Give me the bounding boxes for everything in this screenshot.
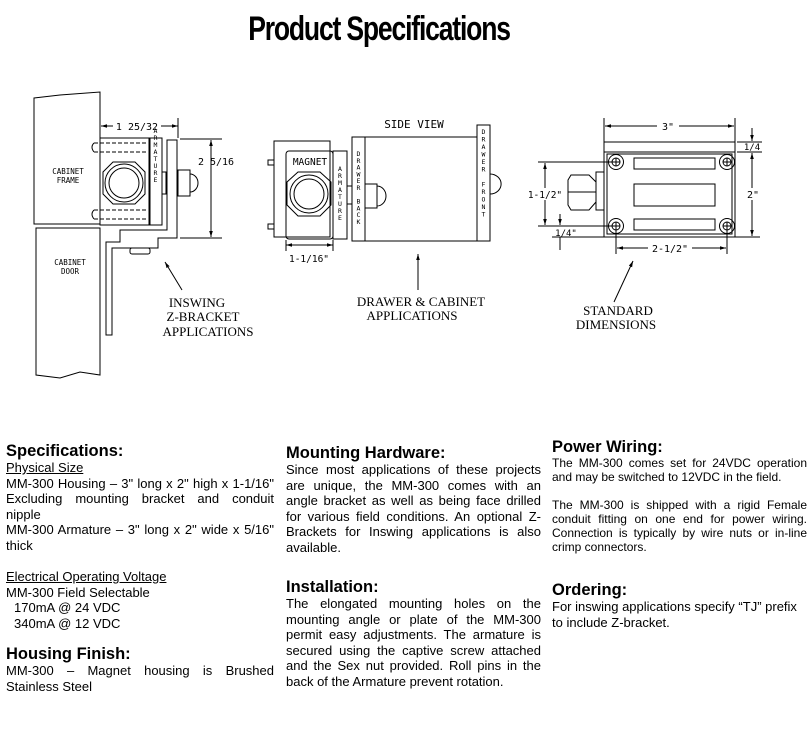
inswing-caption-1: INSWING bbox=[169, 295, 225, 310]
standard-dimensions-diagram bbox=[538, 118, 762, 303]
side-view-caption-2: APPLICATIONS bbox=[366, 308, 457, 323]
specifications-section: Specifications: Physical Size MM-300 Hou… bbox=[6, 442, 274, 694]
magnet-label: MAGNET bbox=[293, 157, 328, 168]
side-view-diagram bbox=[267, 124, 502, 290]
physical-size-housing: MM-300 Housing – 3" long x 2" high x 1-1… bbox=[6, 475, 274, 522]
standard-caption-2: DIMENSIONS bbox=[576, 317, 656, 332]
power-wiring-section: Power Wiring: The MM-300 comes set for 2… bbox=[552, 438, 807, 554]
mounting-holes bbox=[608, 154, 735, 234]
dim-height-standard-label: 2" bbox=[747, 190, 759, 201]
ordering-section: Ordering: For inswing applications speci… bbox=[552, 581, 807, 630]
dim-depth-label: 1-1/16" bbox=[289, 254, 329, 265]
dim-offset-label: 1/4" bbox=[555, 229, 577, 239]
electrical-heading: Electrical Operating Voltage bbox=[6, 569, 167, 584]
cabinet-frame-label-2: FRAME bbox=[57, 176, 80, 185]
electrical-line: MM-300 Field Selectable bbox=[6, 584, 150, 600]
side-view-caption-1: DRAWER & CABINET bbox=[357, 294, 485, 309]
physical-size-heading: Physical Size bbox=[6, 460, 84, 475]
z-bracket bbox=[105, 139, 178, 336]
cabinet-frame-shape bbox=[33, 91, 101, 225]
drawer-box bbox=[364, 136, 478, 242]
power-wiring-paragraph: The MM-300 comes set for 24VDC operation… bbox=[552, 456, 807, 484]
specifications-heading: Specifications: bbox=[6, 442, 124, 460]
cabinet-frame-label-1: CABINET bbox=[52, 167, 84, 176]
electrical-line: 340mA @ 12 VDC bbox=[14, 615, 121, 631]
ordering-heading: Ordering: bbox=[552, 581, 628, 599]
dim-width-label: 1 25/32 bbox=[116, 122, 158, 133]
dim-length-label: 3" bbox=[662, 122, 674, 133]
physical-size-armature: MM-300 Armature – 3" long x 2" wide x 5/… bbox=[6, 522, 274, 553]
inswing-caption-2: Z-BRACKET bbox=[167, 309, 240, 324]
conduit-fitting bbox=[102, 161, 146, 205]
power-wiring-paragraph: The MM-300 is shipped with a rigid Femal… bbox=[552, 498, 807, 554]
housing-finish-text: MM-300 – Magnet housing is Brushed Stain… bbox=[6, 663, 274, 694]
mounting-hardware-text: Since most applications of these project… bbox=[286, 462, 541, 555]
product-drawings: CABINET FRAME CABINET DOOR ARMATURE 1 25… bbox=[33, 91, 762, 379]
electrical-line: 170mA @ 24 VDC bbox=[14, 600, 121, 615]
inswing-diagram bbox=[33, 91, 222, 379]
installation-section: Installation: The elongated mounting hol… bbox=[286, 578, 541, 689]
dim-hole-spacing-v-label: 1-1/2" bbox=[528, 190, 562, 201]
installation-heading: Installation: bbox=[286, 578, 379, 596]
page-title: Product Specifications bbox=[248, 10, 511, 48]
cabinet-door-label-1: CABINET bbox=[54, 258, 86, 267]
mounting-hardware-heading: Mounting Hardware: bbox=[286, 444, 446, 462]
mounting-hardware-section: Mounting Hardware: Since most applicatio… bbox=[286, 444, 541, 555]
dim-height-label: 2 5/16 bbox=[198, 157, 234, 168]
cabinet-door-label-2: DOOR bbox=[61, 267, 80, 276]
magnet-housing bbox=[99, 137, 151, 226]
side-view-heading: SIDE VIEW bbox=[384, 118, 444, 131]
standard-caption-1: STANDARD bbox=[583, 303, 653, 318]
power-wiring-heading: Power Wiring: bbox=[552, 438, 663, 456]
drawer-back-label: DRAWER BACK bbox=[355, 150, 363, 225]
armature-label: ARMATURE bbox=[152, 127, 160, 183]
armature-side-label: ARMATURE bbox=[336, 165, 344, 221]
drawer-front-label: DRAWER FRONT bbox=[480, 128, 488, 218]
ordering-text: For inswing applications specify “TJ” pr… bbox=[552, 599, 797, 630]
inswing-caption-3: APPLICATIONS bbox=[162, 324, 253, 339]
dim-top-label: 1/4 bbox=[744, 143, 760, 153]
housing-finish-heading: Housing Finish: bbox=[6, 645, 131, 663]
cabinet-door-shape bbox=[35, 227, 101, 379]
installation-text: The elongated mounting holes on the moun… bbox=[286, 596, 541, 689]
dim-hole-spacing-h-label: 2-1/2" bbox=[652, 244, 688, 255]
drawer-front bbox=[476, 124, 491, 242]
